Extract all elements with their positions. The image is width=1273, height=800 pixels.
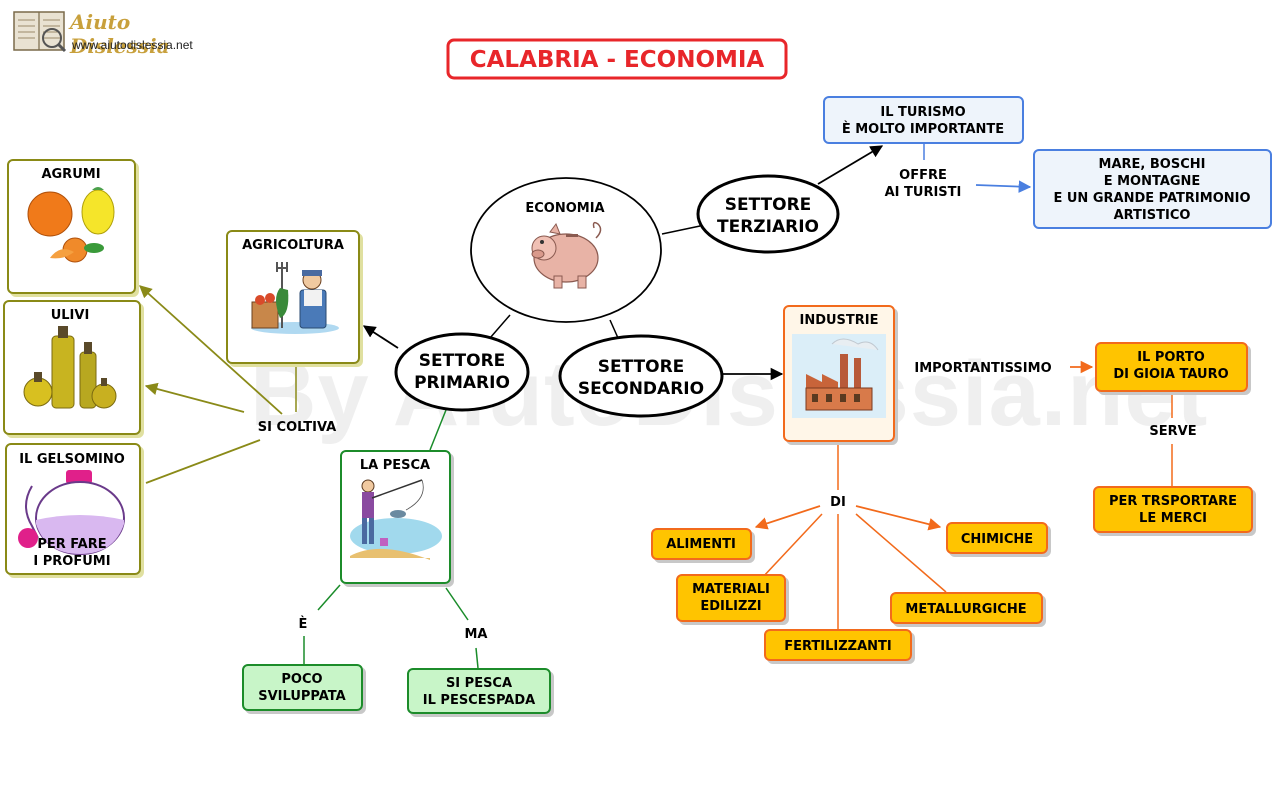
connector-center-primario [489,314,511,339]
porto-line2: DI GIOIA TAURO [1113,367,1228,382]
pesca-label: LA PESCA [360,458,430,473]
si-coltiva-label: SI COLTIVA [258,420,336,435]
arrow-primario-agricoltura [362,325,399,349]
porto-line1: IL PORTO [1137,350,1205,365]
metallurgiche-box [890,592,1043,624]
mare-line3: E UN GRANDE PATRIMONIO [1053,191,1250,206]
settore-secondario-node [558,334,724,418]
connector-sicoltiva-gelsomino [145,439,261,484]
e-label: È [299,616,308,632]
connector-di-metallurgiche [855,513,947,593]
offre-line2: AI TURISTI [885,185,962,200]
arrow-sicoltiva-ulivi [144,382,245,413]
connector-ma-pescespada [475,647,479,669]
turismo-line2: È MOLTO IMPORTANTE [842,121,1004,137]
settore-terziario-line2: TERZIARIO [717,217,819,237]
importantissimo-label: IMPORTANTISSIMO [914,361,1051,376]
factory-icon [792,334,886,418]
turismo-line1: IL TURISMO [880,105,965,120]
title-box [446,38,788,80]
settore-secondario-line1: SETTORE [598,357,685,377]
poco-line2: SVILUPPATA [258,689,345,704]
serve-label: SERVE [1149,424,1196,439]
page-title: CALABRIA - ECONOMIA [470,47,765,73]
farmer-icon [251,262,339,334]
settore-primario-line2: PRIMARIO [414,373,510,393]
fisherman-icon [350,479,442,560]
logo: Aiuto Dislessia www.aiutodislessia.net [12,8,222,58]
gelsomino-line1: PER FARE [37,537,106,552]
citrus-fruits-icon [27,187,115,263]
perfume-bottle-icon [18,470,125,555]
ulivi-label: ULIVI [51,308,90,323]
settore-primario-line1: SETTORE [419,351,506,371]
turismo-box [823,96,1024,144]
watermark: By AiutoDislessia.net [250,343,1208,445]
alimenti-box [651,528,752,560]
arrow-offre-mare [975,180,1032,193]
settore-terziario-node [696,174,840,254]
trasporto-line2: LE MERCI [1139,511,1207,526]
piggy-bank-icon [531,221,602,289]
logo-name: Aiuto Dislessia [70,10,170,58]
chimiche-box [946,522,1048,554]
mare-line2: E MONTAGNE [1104,174,1201,189]
industrie-label: INDUSTRIE [799,313,878,328]
arrow-di-chimiche [855,505,942,531]
materiali-box [676,574,786,622]
settore-primario-node [394,332,530,412]
mare-line1: MARE, BOSCHI [1099,157,1206,172]
materiali-line2: EDILIZZI [700,599,761,614]
connector-pesca-ma [445,587,469,621]
pescespada-line1: SI PESCA [446,676,512,691]
alimenti-label: ALIMENTI [666,537,736,552]
materiali-line1: MATERIALI [692,582,770,597]
book-logo-icon [13,11,67,53]
agrumi-label: AGRUMI [41,167,100,182]
pescespada-box [407,668,551,714]
connector-di-materiali [761,513,823,579]
chimiche-label: CHIMICHE [961,532,1033,547]
trasporto-line1: PER TRSPORTARE [1109,494,1237,509]
mare-box [1033,149,1272,229]
logo-url: www.aiutodislessia.net [72,38,193,52]
connector-pesca-e [317,584,341,611]
gelsomino-label: IL GELSOMINO [19,452,125,467]
pescespada-line2: IL PESCESPADA [423,693,535,708]
porto-box [1095,342,1248,392]
mare-line4: ARTISTICO [1114,208,1191,223]
connector-center-terziario [661,225,701,235]
fertilizzanti-box [764,629,912,661]
trasporto-box [1093,486,1253,533]
economia-label: ECONOMIA [525,201,604,216]
metallurgiche-label: METALLURGICHE [905,602,1026,617]
connector-primario-pesca [429,409,447,451]
ma-label: MA [465,627,488,642]
settore-terziario-line1: SETTORE [725,195,812,215]
poco-sviluppata-box [242,664,363,711]
olive-oil-bottles-icon [23,326,117,409]
connector-center-secondario [609,319,619,339]
arrow-sicoltiva-agrumi [139,285,283,415]
arrow-terziario-turismo [817,145,884,185]
fertilizzanti-label: FERTILIZZANTI [784,639,892,654]
poco-line1: POCO [281,672,322,687]
arrow-di-alimenti [754,505,821,530]
agricoltura-label: AGRICOLTURA [242,238,344,253]
offre-line1: OFFRE [899,168,947,183]
settore-secondario-line2: SECONDARIO [578,379,704,399]
gelsomino-line2: I PROFUMI [33,554,110,569]
di-label: DI [830,495,846,510]
